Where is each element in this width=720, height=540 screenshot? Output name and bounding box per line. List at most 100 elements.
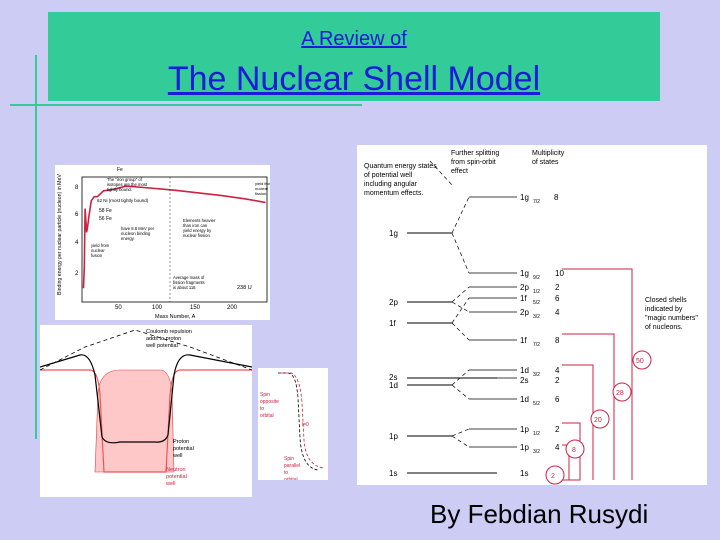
level-label-left: 1s bbox=[389, 469, 397, 478]
level-j-right: 7/2 bbox=[533, 199, 540, 205]
level-label-right: 1p bbox=[520, 425, 529, 434]
fe-top-label: Fe bbox=[117, 167, 123, 173]
level-label-right: 1d bbox=[520, 395, 529, 404]
level-label-right: 1f bbox=[520, 294, 527, 303]
level-j-right: 9/2 bbox=[533, 275, 540, 281]
multiplicity: 2 bbox=[555, 376, 560, 385]
multiplicity: 8 bbox=[554, 193, 559, 202]
fission-note: yield fromnuclearfission bbox=[255, 181, 270, 196]
slide-subtitle: A Review of bbox=[301, 28, 407, 50]
splitting-lines bbox=[429, 160, 470, 448]
x-tick-label: 200 bbox=[227, 305, 238, 311]
magic-number: 20 bbox=[594, 417, 602, 424]
level-label-left: 1p bbox=[389, 432, 398, 441]
multiplicity: 4 bbox=[555, 308, 560, 317]
u238-label: 238 U bbox=[237, 285, 252, 291]
binding-energy-curve bbox=[82, 185, 266, 289]
level-label-left: 2p bbox=[389, 298, 398, 307]
level-label-right: 2p bbox=[520, 308, 529, 317]
y-tick-label: 2 bbox=[75, 271, 79, 277]
y-axis-label: Binding energy per nuclear particle (nuc… bbox=[57, 174, 63, 295]
magic-brackets bbox=[562, 268, 633, 481]
level-label-left: 1d bbox=[389, 381, 398, 390]
x-tick-label: 150 bbox=[190, 305, 201, 311]
level-j-right: 5/2 bbox=[533, 401, 540, 407]
slide-title: The Nuclear Shell Model bbox=[167, 60, 541, 98]
plot-frame bbox=[81, 176, 268, 303]
spin-curve-red bbox=[280, 372, 325, 469]
level-j-right: 1/2 bbox=[533, 289, 540, 295]
level-label-right: 1s bbox=[520, 469, 528, 478]
x-axis-label: Mass Number, A bbox=[155, 314, 196, 320]
x-tick-label: 100 bbox=[152, 305, 163, 311]
author-line: By Febdian Rusydi bbox=[430, 499, 649, 529]
multiplicity: 6 bbox=[555, 395, 560, 404]
multiplicity: 4 bbox=[555, 443, 560, 452]
magic-number: 2 bbox=[551, 473, 555, 480]
fe56-label: 56 Fe bbox=[99, 216, 112, 222]
fe58-label: 58 Fe bbox=[99, 208, 112, 214]
multiplicity: 4 bbox=[555, 366, 560, 375]
decorative-vertical-line bbox=[35, 55, 37, 439]
spin-curve-black bbox=[278, 372, 319, 471]
ni-label: 62 Ni (most tightly bound) bbox=[97, 198, 149, 203]
right-levels bbox=[469, 196, 517, 448]
magic-number-circles bbox=[545, 350, 652, 485]
level-j-right: 1/2 bbox=[533, 431, 540, 437]
level-j-right: 3/2 bbox=[533, 314, 540, 320]
binding-energy-figure: Binding energy per nuclear particle (nuc… bbox=[55, 165, 273, 320]
level-label-right: 1g bbox=[520, 269, 529, 278]
y-tick-label: 4 bbox=[75, 240, 79, 246]
magic-number: 28 bbox=[616, 390, 624, 397]
multiplicity: 10 bbox=[555, 269, 564, 278]
magic-number: 50 bbox=[636, 358, 644, 365]
level-label-right: 1f bbox=[520, 336, 527, 345]
y-tick-label: 6 bbox=[75, 212, 79, 218]
x-tick-label: 50 bbox=[115, 305, 122, 311]
title-box: A Review of The Nuclear Shell Model bbox=[48, 12, 660, 101]
multiplicity: 2 bbox=[555, 425, 560, 434]
y-tick-label: 8 bbox=[75, 185, 79, 191]
level-label-left: 1g bbox=[389, 229, 398, 238]
level-label-left: 1f bbox=[389, 319, 396, 328]
multiplicity: 8 bbox=[555, 336, 560, 345]
multiplicity: 2 bbox=[555, 283, 560, 292]
magic-number: 8 bbox=[572, 447, 576, 454]
multiplicity: 6 bbox=[555, 294, 560, 303]
level-label-right: 1p bbox=[520, 443, 529, 452]
level-j-right: 3/2 bbox=[533, 372, 540, 378]
level-j-right: 3/2 bbox=[533, 449, 540, 455]
l0-label: l=0 bbox=[302, 422, 309, 428]
binding-energy-svg: Binding energy per nuclear particle (nuc… bbox=[57, 167, 273, 320]
level-j-right: 7/2 bbox=[533, 342, 540, 348]
level-label-right: 2p bbox=[520, 283, 529, 292]
decorative-horizontal-line bbox=[10, 104, 362, 106]
proton-well-line bbox=[39, 354, 253, 444]
neutron-well-fill bbox=[94, 369, 175, 473]
level-label-right: 1g bbox=[520, 193, 529, 202]
level-label-right: 2s bbox=[520, 376, 528, 385]
level-j-right: 5/2 bbox=[533, 300, 540, 306]
level-label-left: 2s bbox=[389, 373, 397, 382]
level-label-right: 1d bbox=[520, 366, 529, 375]
